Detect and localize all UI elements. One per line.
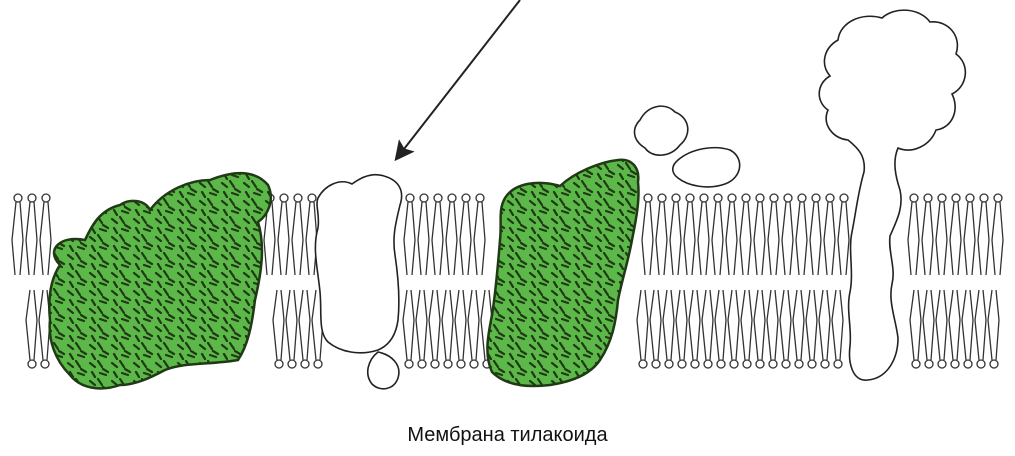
phospholipid-bottom	[299, 290, 310, 368]
phospholipid-bottom	[650, 290, 661, 368]
phospholipid-top	[404, 194, 415, 275]
phospholipid-bottom	[455, 290, 466, 368]
phospholipid-top	[796, 194, 807, 275]
phospholipid-bottom	[663, 290, 674, 368]
pointer-arrow	[397, 0, 520, 158]
phospholipid-bottom	[988, 290, 999, 368]
phospholipid-top	[712, 194, 723, 275]
phospholipid-bottom	[819, 290, 830, 368]
phospholipid-top	[306, 194, 317, 275]
phospholipid-top	[768, 194, 779, 275]
phospholipid-bottom	[741, 290, 752, 368]
phospholipid-top	[656, 194, 667, 275]
phospholipid-bottom	[728, 290, 739, 368]
phospholipid-bottom	[273, 290, 284, 368]
phospholipid-bottom	[403, 290, 414, 368]
phospholipid-bottom	[975, 290, 986, 368]
phospholipid-bottom	[832, 290, 843, 368]
phospholipid-bottom	[442, 290, 453, 368]
diagram-caption: Мембрана тилакоида	[0, 424, 1015, 447]
phospholipid-top	[936, 194, 947, 275]
phospholipid-top	[278, 194, 289, 275]
phospholipid-top	[684, 194, 695, 275]
phospholipid-top	[460, 194, 471, 275]
phospholipid-bottom	[936, 290, 947, 368]
phospholipid-bottom	[468, 290, 479, 368]
phospholipid-bottom	[286, 290, 297, 368]
thylakoid-membrane-diagram	[0, 0, 1015, 420]
phospholipid-top	[838, 194, 849, 275]
phospholipid-bottom	[962, 290, 973, 368]
phospholipid-bottom	[767, 290, 778, 368]
phospholipid-top	[292, 194, 303, 275]
phospholipid-bottom	[715, 290, 726, 368]
phospholipid-bottom	[910, 290, 921, 368]
phospholipid-bottom	[780, 290, 791, 368]
phospholipid-top	[978, 194, 989, 275]
phospholipid-top	[992, 194, 1003, 275]
phospholipid-top	[964, 194, 975, 275]
phospholipid-top	[810, 194, 821, 275]
phospholipid-top	[474, 194, 485, 275]
phospholipid-top	[40, 194, 51, 275]
phospholipid-top	[418, 194, 429, 275]
phospholipid-top	[642, 194, 653, 275]
phospholipid-bottom	[637, 290, 648, 368]
photosystem-complex-right	[487, 160, 638, 386]
phospholipid-top	[824, 194, 835, 275]
phospholipid-bottom	[429, 290, 440, 368]
phospholipid-top	[754, 194, 765, 275]
phospholipid-top	[782, 194, 793, 275]
phospholipid-bottom	[793, 290, 804, 368]
phospholipid-top	[726, 194, 737, 275]
phospholipid-top	[950, 194, 961, 275]
phospholipid-bottom	[676, 290, 687, 368]
phospholipid-bottom	[923, 290, 934, 368]
phospholipid-top	[12, 194, 23, 275]
photosystem-complex-left	[49, 173, 271, 388]
phospholipid-top	[26, 194, 37, 275]
phospholipid-bottom	[949, 290, 960, 368]
phospholipid-top	[446, 194, 457, 275]
phospholipid-bottom	[26, 290, 37, 368]
peripheral-protein	[635, 106, 740, 187]
phospholipid-bottom	[702, 290, 713, 368]
phospholipid-top	[670, 194, 681, 275]
phospholipid-top	[698, 194, 709, 275]
phospholipid-top	[908, 194, 919, 275]
phospholipid-top	[432, 194, 443, 275]
phospholipid-bottom	[806, 290, 817, 368]
phospholipid-bottom	[754, 290, 765, 368]
phospholipid-top	[740, 194, 751, 275]
cytochrome-complex	[315, 175, 401, 389]
phospholipid-bottom	[689, 290, 700, 368]
phospholipid-bottom	[416, 290, 427, 368]
phospholipid-top	[922, 194, 933, 275]
